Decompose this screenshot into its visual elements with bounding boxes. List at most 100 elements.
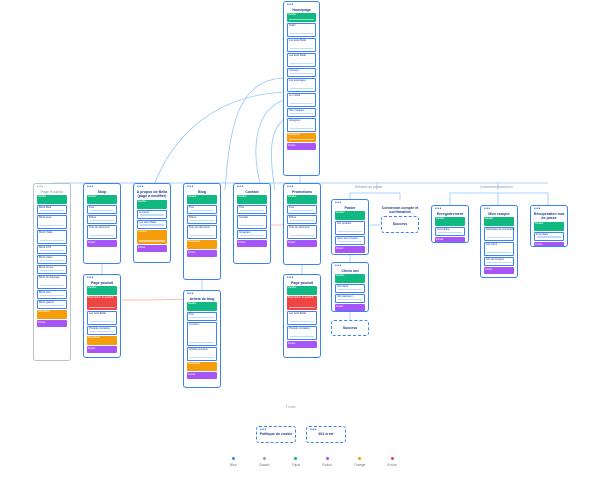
section-footer: Footer <box>287 143 316 151</box>
card-title: Page produit <box>91 281 113 285</box>
card-title: Check out <box>341 269 359 273</box>
section-concept: Concept <box>287 68 316 78</box>
promotions-card[interactable]: ••• Promotions Header Titre Filtres Tous… <box>283 183 321 265</box>
check-out-card[interactable]: ••• Check out Header Info client Info pa… <box>331 262 369 312</box>
section-newsletter: Newsletter <box>87 336 117 346</box>
section-tests: Les tests Bella <box>87 311 117 326</box>
group-label-connexion: Connexion/Inscription <box>480 185 513 189</box>
success-card[interactable]: Success <box>381 216 419 233</box>
legend-label: Fiction <box>322 463 333 467</box>
enregistrement-card[interactable]: ••• Enregistrement Header Formulaire Foo… <box>431 205 469 243</box>
section-footer: Footer <box>187 372 217 380</box>
window-dots-icon: ••• <box>37 184 44 190</box>
section-header: Header <box>87 195 117 205</box>
section-header: Header <box>187 302 217 312</box>
window-dots-icon: ••• <box>187 291 194 297</box>
section-block: Block vidéo <box>37 255 67 265</box>
card-title: Promotions <box>292 190 312 194</box>
section-footer: Footer <box>484 267 514 275</box>
homepage-card[interactable]: ••• Homepage Header Slider Les tests Bel… <box>283 1 320 176</box>
card-title: Contact <box>245 190 259 194</box>
section-block: Block bonus <box>37 265 67 275</box>
section-next: Articles suivants <box>187 347 217 362</box>
section-description: Description du produit <box>287 296 317 311</box>
section-footer: Footer <box>237 240 267 248</box>
section-footer: Footer <box>37 320 67 328</box>
section-header: Header <box>87 286 117 296</box>
section-mobile: Le mobile <box>287 93 316 108</box>
section-marques: Nos marques <box>287 108 316 118</box>
contact-card[interactable]: ••• Contact Header Titre Contact Instagr… <box>233 183 271 264</box>
section-avantages: Les avantages <box>287 78 316 93</box>
section-slider: Slider <box>287 23 316 38</box>
card-title: Article de blog <box>189 297 215 301</box>
footer-group-label: Footer <box>286 405 296 409</box>
window-dots-icon: ••• <box>287 2 294 8</box>
page-rouleau-card[interactable]: ••• Page Rouleau Header Block Bleu Block… <box>33 183 71 361</box>
section-newsletter: Newsletter <box>187 362 217 372</box>
section-similar: Produits similaires <box>287 326 317 341</box>
legend-item: Fiction <box>322 457 332 467</box>
error-404-card[interactable]: ••• 404 error <box>306 426 346 443</box>
section-description: Description du produit <box>87 296 117 311</box>
section-footer: Footer <box>287 341 317 349</box>
card-title: Homepage <box>292 8 311 12</box>
window-dots-icon: ••• <box>287 184 294 190</box>
article-blog-card[interactable]: ••• Article de blog Header Titre Contenu… <box>183 290 221 388</box>
window-dots-icon: ••• <box>310 427 317 433</box>
section-products: Vos produits <box>335 221 365 236</box>
legend-label: Errors <box>387 463 397 467</box>
section-footer: Footer <box>435 237 465 242</box>
politique-cookie-card[interactable]: ••• Politique de cookie <box>256 426 296 443</box>
section-block: Block Vidéo <box>37 230 67 245</box>
section-footer: Footer <box>87 240 117 248</box>
section-filters: Filtres <box>187 215 217 225</box>
section-header: Header <box>287 195 317 205</box>
window-dots-icon: ••• <box>335 263 342 269</box>
section-block: Block CTA <box>37 245 67 255</box>
recuperation-card[interactable]: ••• Récupération mot de passe Header For… <box>530 205 568 247</box>
window-dots-icon: ••• <box>137 184 144 190</box>
section-delivery: Info de livraison <box>484 257 514 267</box>
card-title: Page Rouleau <box>40 190 64 194</box>
panier-card[interactable]: ••• Panier Header Vos produits Ajout aux… <box>331 199 369 255</box>
section-filters: Filtres <box>287 215 317 225</box>
color-legend: Bleu Classic Tripal Fiction Orange Error… <box>230 457 397 467</box>
page-produit-card[interactable]: ••• Page produit Header Description du p… <box>83 274 121 358</box>
section-items: Tous les éléments <box>287 225 317 240</box>
legend-item: Bleu <box>230 457 237 467</box>
section-header: Header <box>237 195 267 205</box>
card-title: Politique de cookie <box>259 432 293 437</box>
section-tests: Les tests Bella <box>137 219 167 229</box>
section-client-info: Info client <box>484 242 514 257</box>
section-header: Header <box>335 211 365 221</box>
section-newsletter: Newsletter <box>287 133 316 143</box>
page-produit-promo-card[interactable]: ••• Page produit Header Description du p… <box>283 274 321 358</box>
window-dots-icon: ••• <box>87 184 94 190</box>
section-newsletter: Newsletter <box>187 240 217 250</box>
section-content: Contenu <box>187 322 217 347</box>
section-header: Header <box>534 221 564 231</box>
section-filters: Filtres <box>87 215 117 225</box>
card-title: Enregistrement <box>436 212 464 216</box>
blog-card[interactable]: ••• Blog Header Titre Filtres Tous les é… <box>183 183 221 280</box>
legend-item: Orange <box>354 457 365 467</box>
shop-card[interactable]: ••• Shop Header Titre Filtres Tous les é… <box>83 183 121 264</box>
section-title: Titre <box>287 205 317 215</box>
section-title: Titre <box>87 205 117 215</box>
card-title: A propos de Bella (page à modifier) <box>136 190 168 199</box>
section-form: Formulaire <box>435 227 465 237</box>
section-history: Historique de commande <box>484 227 515 242</box>
legend-item: Tripal <box>292 457 300 467</box>
section-footer: Footer <box>87 346 117 354</box>
legend-label: Classic <box>258 463 270 467</box>
success-checkout-card[interactable]: Success <box>331 320 369 336</box>
card-title: 404 error <box>318 432 334 437</box>
mon-compte-card[interactable]: ••• Mon compte Header Historique de comm… <box>480 205 518 278</box>
a-propos-card[interactable]: ••• A propos de Bella (page à modifier) … <box>133 183 171 263</box>
window-dots-icon: ••• <box>237 184 244 190</box>
section-header: Header <box>287 286 317 296</box>
section-footer: Footer <box>335 304 365 311</box>
section-footer: Footer <box>534 241 564 246</box>
legend-label: Tripal <box>291 463 301 467</box>
